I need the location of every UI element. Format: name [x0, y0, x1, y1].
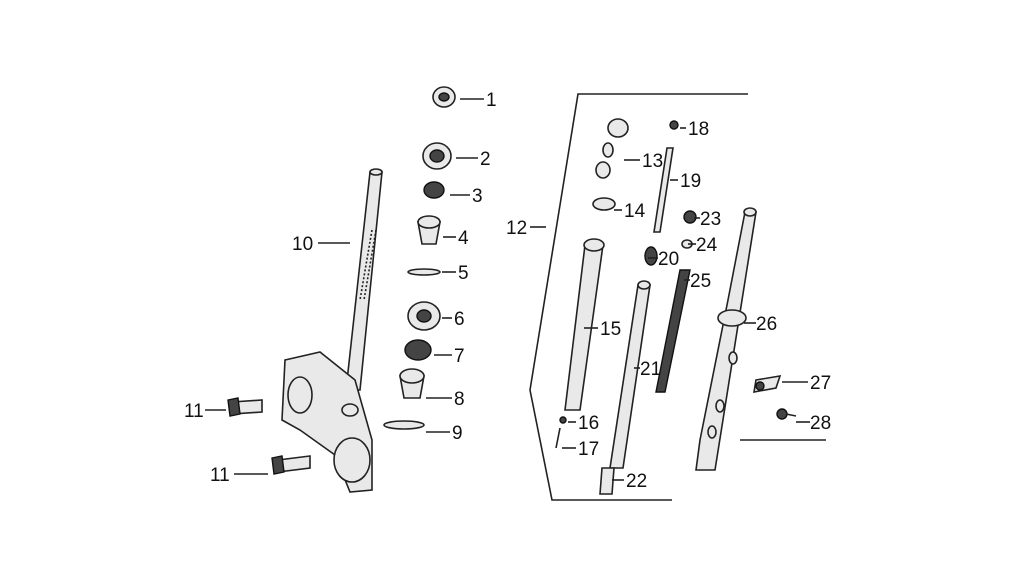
- callout-8: 8: [454, 389, 465, 410]
- callout-22: 22: [626, 471, 647, 492]
- steering-lower-bracket: [281, 351, 373, 493]
- callout-13: 13: [642, 151, 663, 172]
- callout-17: 17: [578, 439, 599, 460]
- callout-15: 15: [600, 319, 621, 340]
- rebound-spring: [644, 210, 697, 266]
- callout-28: 28: [810, 413, 831, 434]
- brake-hose-clamp: [753, 374, 782, 393]
- callout-12: 12: [506, 218, 527, 239]
- bolt-upper: [227, 397, 263, 417]
- callout-21: 21: [640, 359, 661, 380]
- clamp-bolt: [776, 408, 797, 420]
- callout-leaders: [205, 98, 810, 481]
- steering-stem: [345, 168, 383, 391]
- callout-1: 1: [486, 90, 497, 111]
- callout-25: 25: [690, 271, 711, 292]
- callout-11-upper: 11: [184, 401, 204, 422]
- callout-4: 4: [458, 228, 469, 249]
- bearing-stack: [383, 86, 456, 430]
- callout-labels: 1 2 3 4 5 6 7 8 9 10 11 11 12 13 14 15 1…: [184, 90, 831, 492]
- callout-16: 16: [578, 413, 599, 434]
- callout-10: 10: [292, 234, 313, 255]
- drain-bolt: [555, 416, 567, 449]
- callout-14: 14: [624, 201, 646, 222]
- callout-19: 19: [680, 171, 701, 192]
- callout-23: 23: [700, 209, 721, 230]
- callout-6: 6: [454, 309, 465, 330]
- callout-2: 2: [480, 149, 491, 170]
- bolt-lower: [271, 455, 311, 475]
- outer-fork-leg: [695, 207, 757, 471]
- callout-24: 24: [696, 235, 718, 256]
- outer-tube-slider: [599, 280, 651, 495]
- callout-9: 9: [452, 423, 463, 444]
- fork-group-bracket: [529, 93, 748, 501]
- callout-3: 3: [472, 186, 483, 207]
- callout-5: 5: [458, 263, 469, 284]
- callout-26: 26: [756, 314, 777, 335]
- callout-20: 20: [658, 249, 679, 270]
- callout-18: 18: [688, 119, 709, 140]
- oil-seal-set: [592, 118, 629, 211]
- fork-spring: [655, 269, 691, 393]
- inner-tube: [564, 238, 605, 411]
- callout-11-lower: 11: [210, 465, 230, 486]
- callout-27: 27: [810, 373, 831, 394]
- callout-7: 7: [454, 346, 465, 367]
- damper-rod: [653, 120, 679, 233]
